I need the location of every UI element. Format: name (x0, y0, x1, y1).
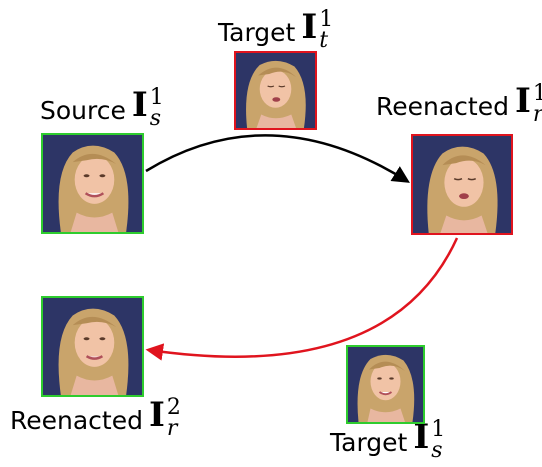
source-face-image (41, 133, 144, 234)
target-s1-face-image (346, 345, 425, 424)
reenacted-2-face-image (41, 296, 144, 397)
reenacted-1-face-image (411, 134, 513, 235)
label-reenacted-1: Reenacted I 1r (376, 81, 542, 126)
backward-arrow (145, 237, 459, 361)
target-t1-face-image (234, 51, 317, 130)
forward-arrow (145, 134, 410, 183)
